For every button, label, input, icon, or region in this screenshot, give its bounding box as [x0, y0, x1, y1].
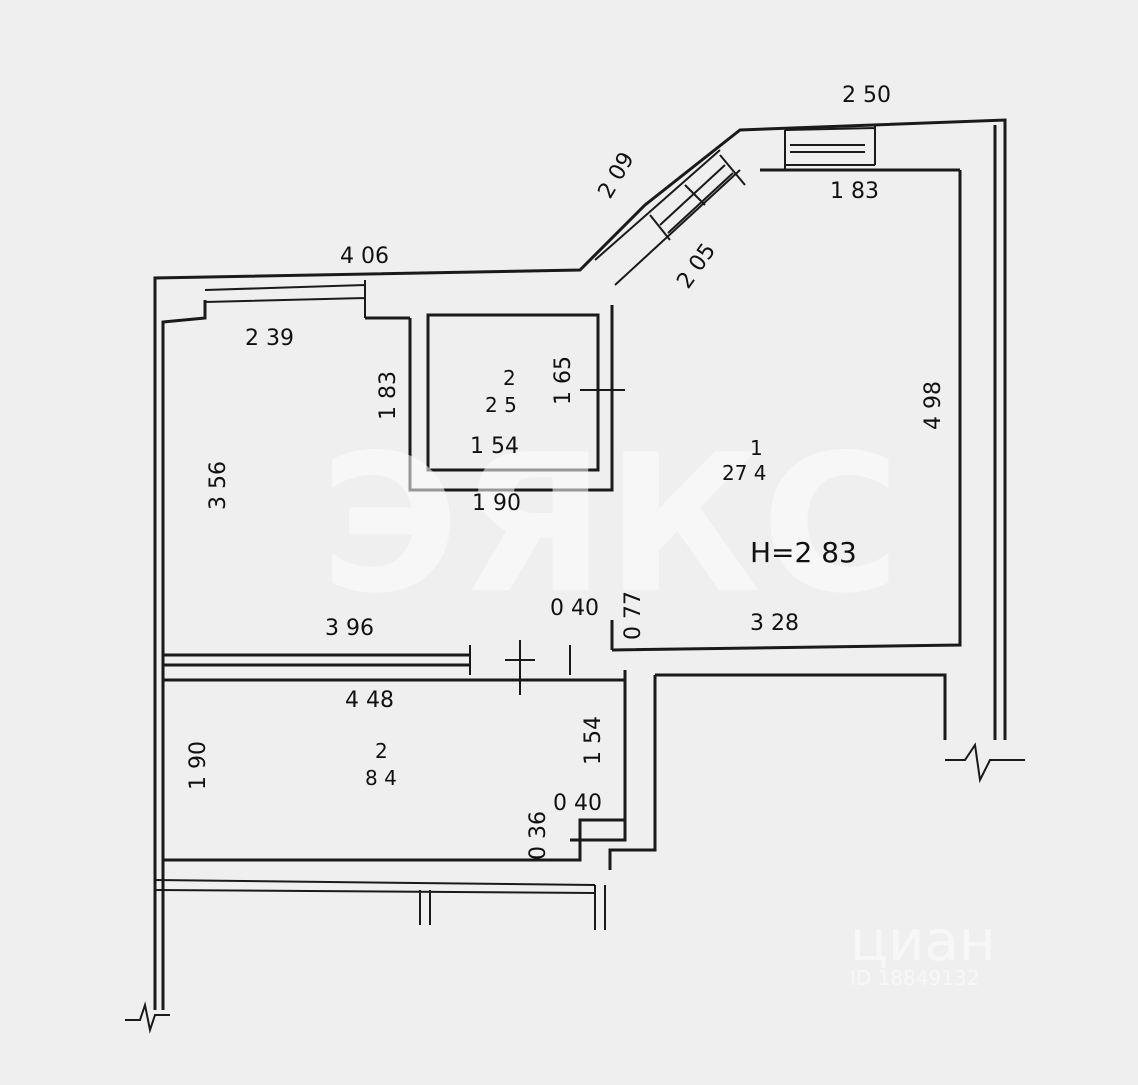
- dim-room-left-side: 3 56: [206, 461, 231, 510]
- dim-living-right-side: 4 98: [921, 381, 946, 430]
- corridor-walls: [570, 620, 947, 870]
- dim-kitchen-niche-a: 0 36: [526, 811, 551, 860]
- dim-top-left-wall: 4 06: [340, 244, 389, 269]
- dim-kitchen-top: 4 48: [345, 688, 394, 713]
- left-room-bottom: [163, 653, 470, 667]
- bathroom-outer: [408, 305, 614, 492]
- dim-corridor-width: 1 90: [472, 491, 521, 516]
- ceiling-height: H=2 83: [750, 536, 857, 569]
- room-living-area: 27 4: [722, 461, 767, 485]
- dim-living-bottom-right: 3 28: [750, 611, 799, 636]
- watermark-id: ID 18849132: [850, 966, 979, 990]
- room-kitchen-area: 8 4: [365, 766, 397, 790]
- watermark-main: ЭЯКС: [320, 414, 900, 635]
- dim-top-right-inner: 1 83: [830, 179, 879, 204]
- balcony-right-wall: [611, 170, 962, 652]
- dim-diag-outer: 2 09: [594, 148, 640, 203]
- break-mark-left: [125, 1001, 170, 1034]
- break-mark-right: [945, 742, 1025, 784]
- dim-kitchen-niche-b: 0 40: [553, 791, 602, 816]
- window-top-right: [784, 125, 876, 170]
- bathroom-tick: [580, 355, 625, 425]
- window-diagonal-glass: [659, 164, 734, 234]
- dim-opening-vert: 0 77: [621, 591, 646, 640]
- kitchen-walls: [163, 678, 625, 862]
- dim-room-left-upper: 1 83: [376, 371, 401, 420]
- window-diagonal: [594, 149, 746, 286]
- room-living-number: 1: [750, 436, 763, 460]
- door-ticks: [469, 640, 571, 695]
- dim-left-bottom: 3 96: [325, 616, 374, 641]
- watermark-brand: циан: [850, 909, 995, 974]
- window-left: [204, 280, 366, 318]
- dim-bath-height: 1 65: [551, 356, 576, 405]
- room-bath-area: 2 5: [485, 393, 517, 417]
- dim-kitchen-right: 1 54: [581, 716, 606, 765]
- dim-diag-inner: 2 05: [672, 239, 721, 293]
- dim-opening: 0 40: [550, 596, 599, 621]
- dim-bath-width: 1 54: [470, 434, 519, 459]
- outer-wall-left: [153, 118, 1007, 1010]
- room-kitchen-number: 2: [375, 739, 388, 763]
- dim-kitchen-left: 1 90: [186, 741, 211, 790]
- kitchen-bottom: [154, 879, 606, 930]
- dim-top-right-outer: 2 50: [842, 83, 891, 108]
- room-bath-number: 2: [503, 366, 516, 390]
- dim-left-window: 2 39: [245, 326, 294, 351]
